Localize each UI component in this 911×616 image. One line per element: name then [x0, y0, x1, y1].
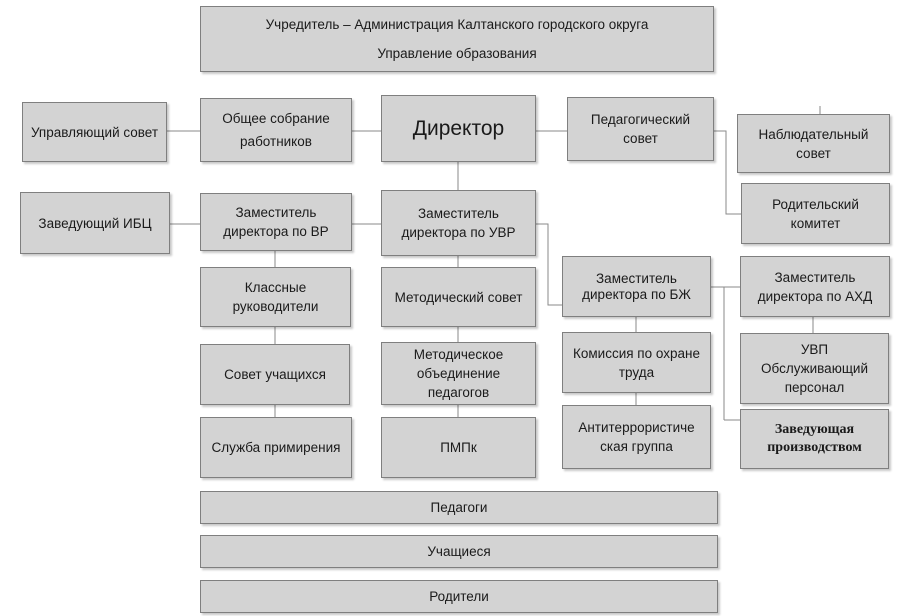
- director-box: Директор: [381, 95, 536, 162]
- deputy-uvr-label: Заместитель директора по УВР: [401, 206, 516, 240]
- deputy-uvr-box: Заместитель директора по УВР: [381, 190, 536, 256]
- pmpk-box: ПМПк: [381, 417, 536, 478]
- class-teachers-label: Классные руководители: [232, 280, 319, 314]
- general-meeting-label: Общее собрание работников: [222, 111, 330, 149]
- mediation-service-label: Служба примирения: [211, 440, 341, 455]
- deputy-ahd-box: Заместитель директора по АХД: [740, 256, 890, 317]
- students-label: Учащиеся: [427, 544, 491, 559]
- supervisory-council-box: Наблюдательный совет: [737, 114, 890, 173]
- head-ibc-label: Заведующий ИБЦ: [38, 215, 152, 231]
- methodical-council-label: Методический совет: [394, 289, 523, 305]
- pedagogical-council-label: Педагогический совет: [590, 112, 691, 146]
- class-teachers-box: Классные руководители: [200, 267, 351, 327]
- mediation-service-box: Служба примирения: [200, 417, 352, 478]
- supervisory-council-label: Наблюдательный совет: [758, 126, 869, 161]
- labor-safety-commission-label: Комиссия по охране труда: [573, 345, 700, 380]
- founder-subtitle: Управление образования: [377, 46, 537, 61]
- antiterror-group-box: Антитеррористиче ская группа: [562, 405, 711, 469]
- head-production-box: Заведующая производством: [740, 409, 889, 469]
- governing-council-box: Управляющий совет: [22, 102, 167, 162]
- deputy-vr-box: Заместитель директора по ВР: [200, 193, 352, 251]
- methodical-association-box: Методическое объединение педагогов: [381, 342, 536, 405]
- head-production-label: Заведующая производством: [767, 422, 862, 455]
- uvp-staff-box: УВП Обслуживающий персонал: [740, 333, 889, 404]
- parents-bar: Родители: [200, 580, 718, 613]
- parents-committee-box: Родительский комитет: [741, 183, 890, 244]
- deputy-ahd-label: Заместитель директора по АХД: [757, 269, 873, 304]
- students-bar: Учащиеся: [200, 535, 718, 568]
- antiterror-group-label: Антитеррористиче ская группа: [578, 420, 695, 454]
- student-council-box: Совет учащихся: [200, 344, 350, 405]
- teachers-bar: Педагоги: [200, 491, 718, 524]
- uvp-staff-label: УВП Обслуживающий персонал: [760, 342, 869, 395]
- labor-safety-commission-box: Комиссия по охране труда: [562, 332, 711, 393]
- head-ibc-box: Заведующий ИБЦ: [20, 192, 170, 254]
- parents-label: Родители: [429, 589, 489, 604]
- governing-council-label: Управляющий совет: [30, 124, 159, 140]
- director-label: Директор: [412, 117, 505, 140]
- deputy-bzh-label: Заместитель директора по БЖ: [582, 270, 691, 302]
- deputy-bzh-box: Заместитель директора по БЖ: [562, 256, 711, 317]
- methodical-council-box: Методический совет: [381, 267, 536, 327]
- general-meeting-box: Общее собрание работников: [200, 98, 352, 162]
- pedagogical-council-box: Педагогический совет: [567, 97, 714, 161]
- pmpk-label: ПМПк: [440, 440, 477, 455]
- deputy-vr-label: Заместитель директора по ВР: [223, 205, 329, 239]
- founder-title: Учредитель – Администрация Калтанского г…: [265, 17, 649, 32]
- founder-box: Учредитель – Администрация Калтанского г…: [200, 6, 714, 72]
- student-council-label: Совет учащихся: [224, 367, 326, 382]
- methodical-association-label: Методическое объединение педагогов: [413, 347, 504, 400]
- parents-committee-label: Родительский комитет: [772, 196, 859, 231]
- teachers-label: Педагоги: [430, 500, 488, 515]
